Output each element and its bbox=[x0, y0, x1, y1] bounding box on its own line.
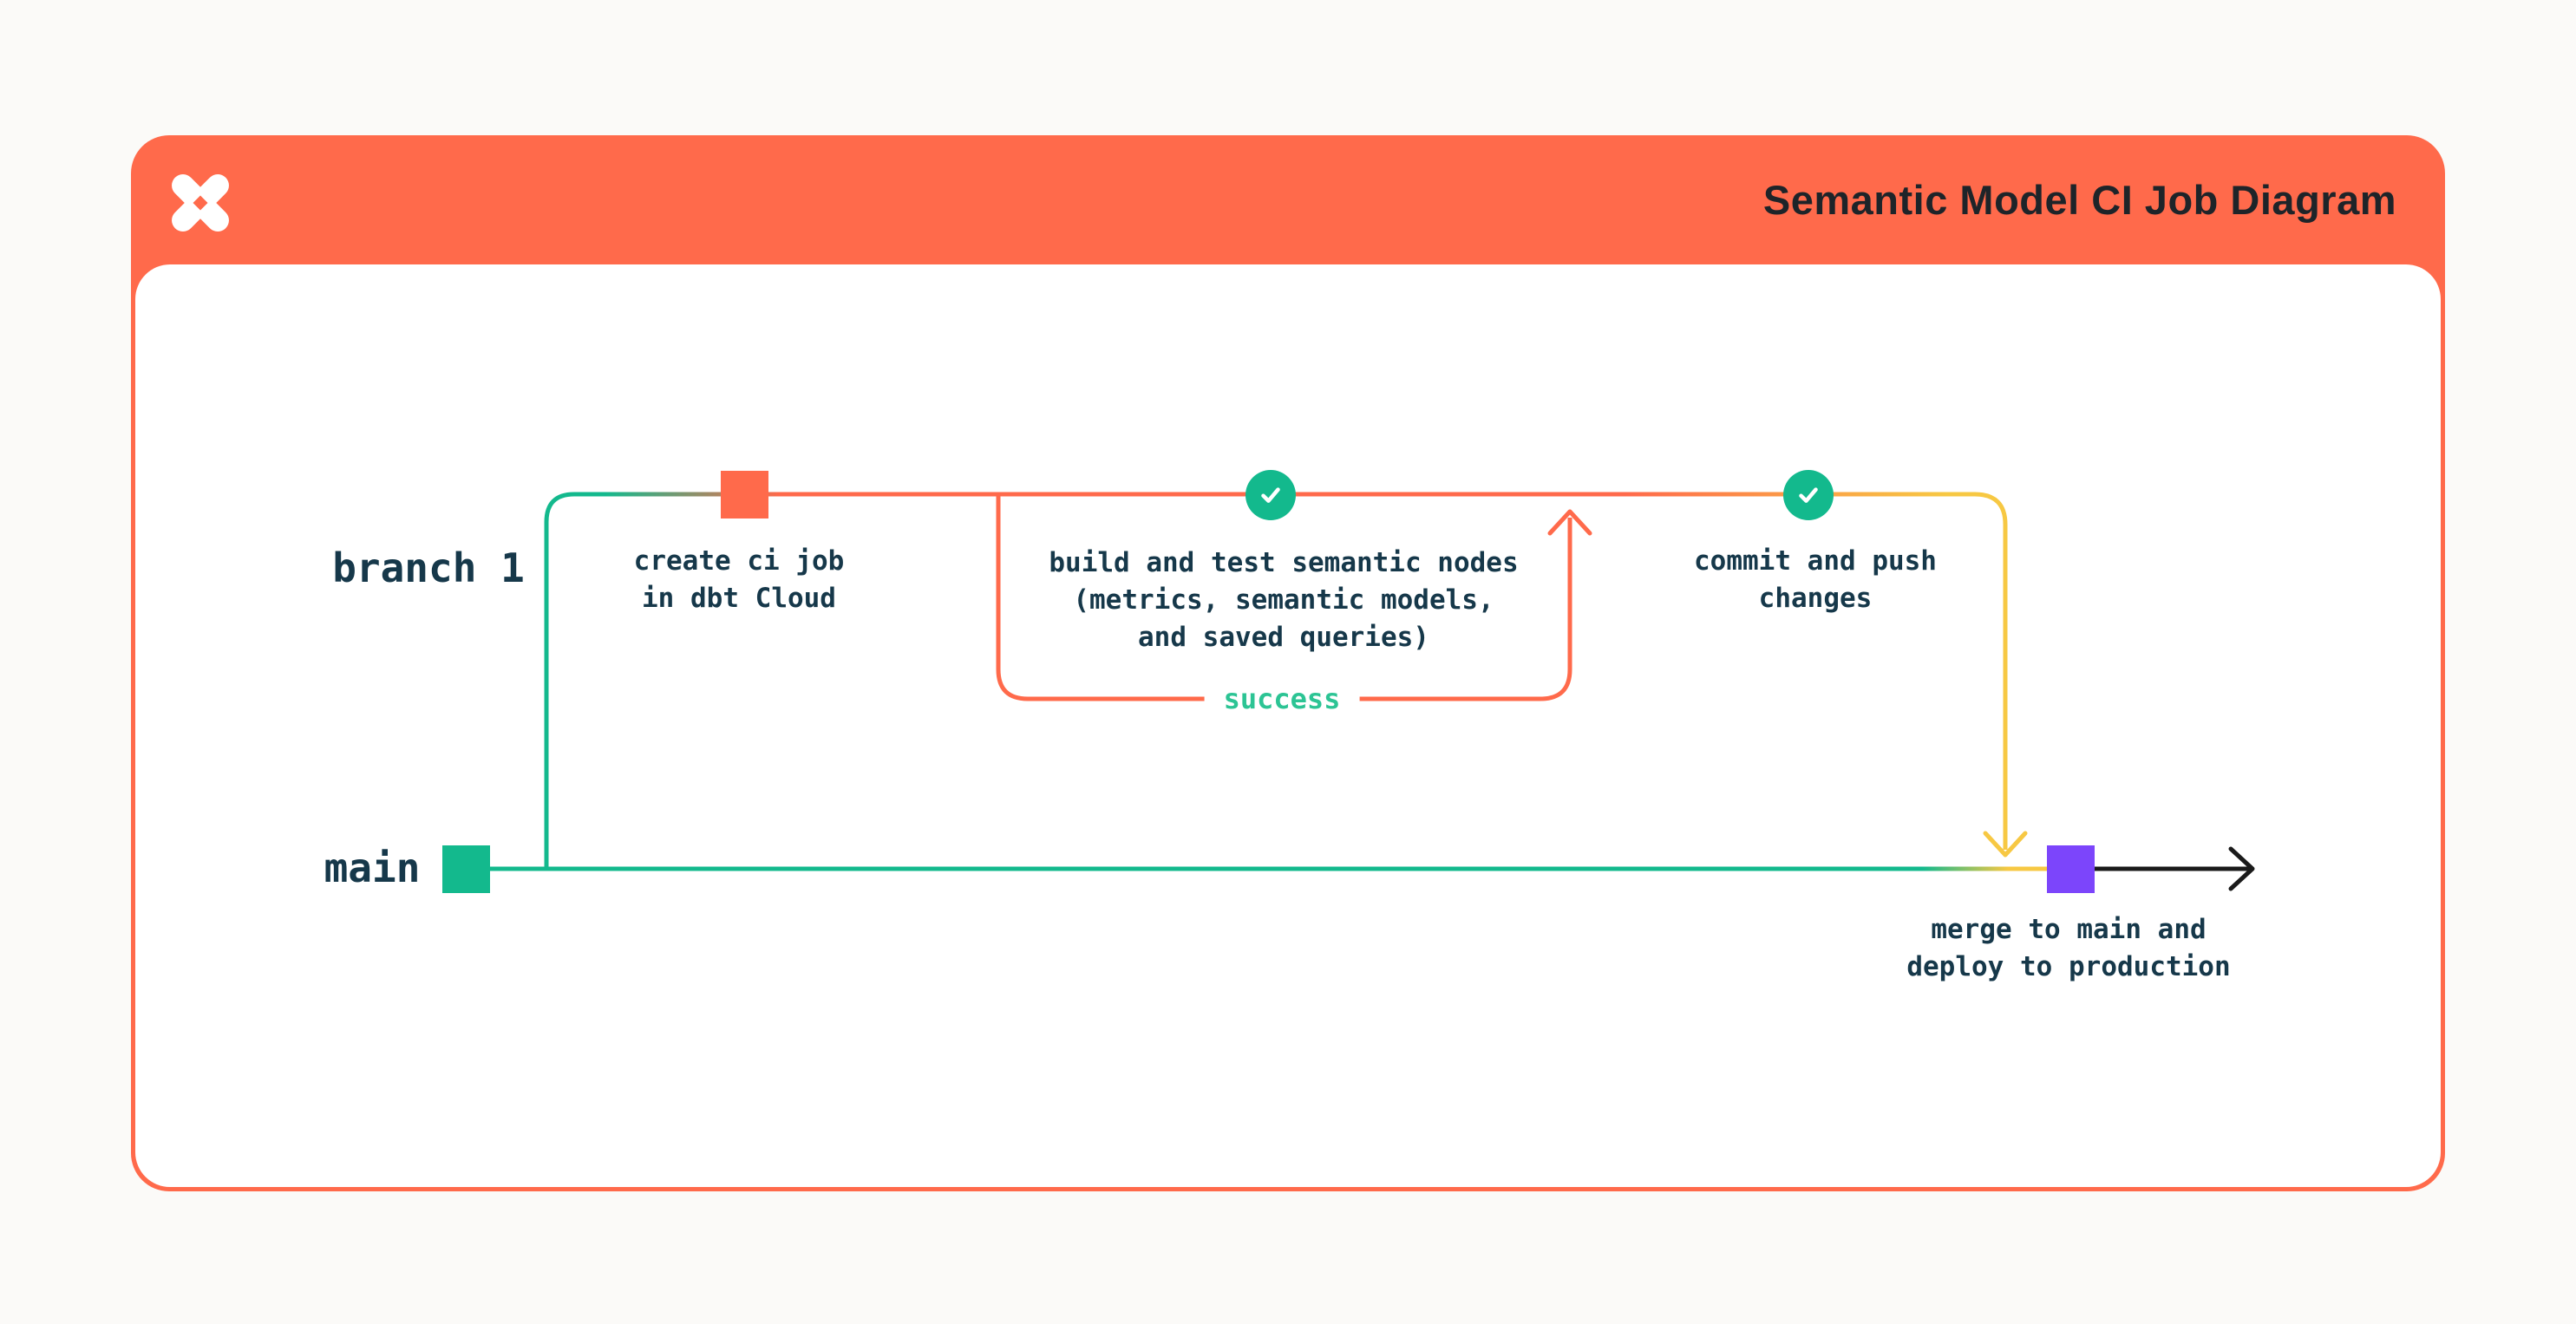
dbt-logo-icon bbox=[172, 174, 229, 232]
success-label: success bbox=[1204, 681, 1360, 717]
checkmark-icon bbox=[1261, 487, 1280, 503]
label-line: (metrics, semantic models, bbox=[1073, 584, 1494, 616]
card-header: Semantic Model CI Job Diagram bbox=[131, 135, 2445, 264]
label-line: commit and push bbox=[1694, 545, 1937, 577]
build-test-check-icon bbox=[1246, 470, 1296, 520]
merge-commit-square bbox=[2047, 845, 2095, 893]
label-line: deploy to production bbox=[1906, 951, 2231, 982]
create-ci-commit-square bbox=[721, 471, 768, 519]
label-line: create ci job bbox=[633, 545, 845, 577]
label-line: merge to main and bbox=[1931, 914, 2207, 945]
page-title: Semantic Model CI Job Diagram bbox=[1762, 177, 2396, 223]
commit-push-label: commit and push changes bbox=[1694, 543, 1937, 617]
commit-push-check-icon bbox=[1783, 470, 1834, 520]
checkmark-icon bbox=[1799, 487, 1818, 503]
diagram-card: Semantic Model CI Job Diagram bbox=[131, 135, 2445, 1191]
lane-label-main: main bbox=[324, 845, 421, 891]
create-ci-label: create ci job in dbt Cloud bbox=[634, 543, 845, 617]
deploy-arrowhead bbox=[2228, 846, 2255, 891]
success-loop-arrowhead bbox=[1547, 509, 1592, 536]
label-line: and saved queries) bbox=[1138, 622, 1429, 653]
label-line: build and test semantic nodes bbox=[1049, 547, 1519, 578]
build-test-label: build and test semantic nodes (metrics, … bbox=[1049, 545, 1518, 656]
branch-merge-arrowhead bbox=[1983, 831, 2028, 858]
label-line: in dbt Cloud bbox=[642, 583, 836, 614]
diagram-canvas bbox=[135, 264, 2441, 1187]
label-line: changes bbox=[1758, 583, 1873, 614]
lane-label-branch1: branch 1 bbox=[332, 545, 525, 591]
main-start-commit-square bbox=[442, 845, 490, 893]
merge-label: merge to main and deploy to production bbox=[1906, 911, 2230, 986]
